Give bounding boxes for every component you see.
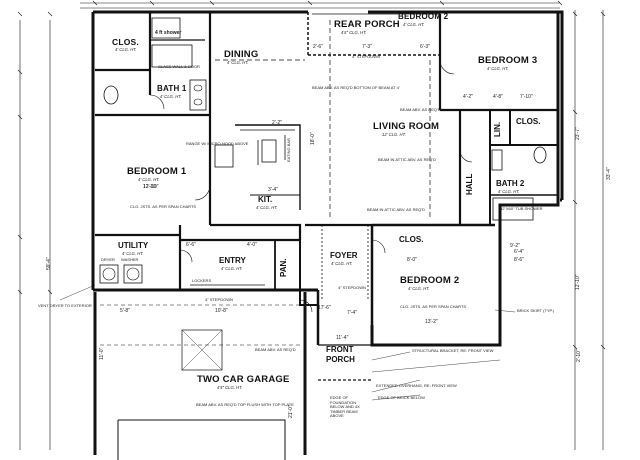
room-dining: DINING (224, 49, 259, 60)
dimension-label: 21'-0" (288, 405, 294, 418)
dimension-label: 6'-4" (514, 249, 524, 255)
room-closet-bedroom3: CLOS. (516, 117, 541, 126)
glass-wall-note: GLASS WALL & DOOR (158, 64, 200, 69)
dimension-label: 13'-2" (425, 319, 438, 325)
room-bedroom2: BEDROOM 2 (400, 275, 460, 286)
room-kitchen: KIT. (258, 195, 273, 204)
room-bedroom2-top: BEDROOM 2 (398, 12, 449, 21)
dimension-label: 33'-4" (606, 167, 612, 180)
room-bath2: BATH 2 (496, 179, 525, 188)
dimension-label: 2'-10" (576, 349, 582, 362)
dryer-label: DRYER (101, 257, 115, 262)
ceiling-height-foyer: 4' CLG. HT. (331, 261, 353, 266)
dimension-label: 7'-4" (347, 310, 357, 316)
dimension-label: 8'-0" (407, 257, 417, 263)
ceiling-height-kitchen: 4' CLG. HT. (256, 205, 278, 210)
ceiling-height-bedroom2: 4' CLG. HT. (408, 286, 430, 291)
room-garage: TWO CAR GARAGE (197, 374, 290, 385)
eating-bar-note: EATING BAR (286, 138, 291, 162)
beam-dining-note: BEAM ABV. AS REQ'D BOTTOM OF BEAM AT 4' (312, 85, 400, 90)
edge-brick-note: EDGE OF BRICK BELOW (378, 395, 425, 400)
dimension-label: 10'-8" (215, 308, 228, 314)
room-foyer: FOYER (330, 251, 358, 260)
dimension-label: 12'-10" (575, 274, 581, 290)
room-living: LIVING ROOM (373, 121, 440, 132)
dimension-label: 8'-6" (514, 257, 524, 263)
dimension-label: 4'-8" (493, 94, 503, 100)
dimension-label: 12'-10" (143, 184, 159, 190)
bedroom1-size: 12-10 (143, 184, 156, 190)
room-pantry: PAN. (279, 258, 288, 277)
ceiling-height-entry: 4' CLG. HT. (221, 266, 243, 271)
stepdown-rear-note: 4" STEPDOWN (352, 54, 380, 59)
dimension-label: 23'-7" (575, 127, 581, 140)
ceiling-joists-bedroom1-note: CLG. JSTS. AS PER SPAN CHARTS (130, 204, 197, 209)
dimension-label: 59'-4" (46, 257, 52, 270)
room-bedroom3: BEDROOM 3 (478, 55, 538, 66)
ceiling-height-bedroom1: 4' CLG. HT. (138, 177, 160, 182)
dimension-label: 6'-6" (186, 242, 196, 248)
room-linen: LIN. (493, 121, 502, 137)
ceiling-height-bedroom2-top: 4' CLG. HT. (403, 22, 425, 27)
ceiling-height-closet-master: 4' CLG. HT. (115, 47, 137, 52)
dimension-label: 5'-8" (120, 308, 130, 314)
room-bedroom1: BEDROOM 1 (127, 166, 187, 177)
ceiling-height-rear-porch: 4'4" CLG. HT. (341, 30, 367, 35)
ceiling-height-living: 12' CLG. HT. (382, 132, 406, 137)
room-front-porch-line1: FRONT (326, 345, 354, 354)
ceiling-height-bath1: 4' CLG. HT. (160, 94, 182, 99)
beam-garage-note: BEAM ABV. AS REQ'D (255, 347, 296, 352)
tub-note: 32"X60" TUB SHOWER (500, 206, 543, 211)
edge-foundation-note: EDGE OF FOUNDATION BELOW AND 4X TIMBER B… (330, 395, 360, 419)
beam-attic2-note: BEAM IN ATTIC ABV. AS REQ'D (367, 207, 425, 212)
range-note: RANGE W/ MICRO HOOD ABOVE (186, 141, 249, 146)
dimension-label: 11'-0" (99, 347, 105, 360)
beam-attic1-note: BEAM IN ATTIC ABV. AS REQ'D (378, 157, 436, 162)
lockers-label: LOCKERS (192, 278, 212, 283)
room-closet-master: CLOS. (112, 37, 139, 47)
room-hall: HALL (465, 173, 474, 195)
room-front-porch-line2: PORCH (326, 355, 355, 364)
ceiling-height-garage: 4'4" CLG. HT. (217, 385, 243, 390)
dimension-label: 18'-0" (310, 132, 316, 145)
dimension-label: 7'-3" (362, 44, 372, 50)
dimension-label: 7'-10" (520, 94, 533, 100)
ceiling-height-utility: 4' CLG. HT. (122, 251, 144, 256)
overhang-note: EXTENDED OVERHANG, RE: FRONT VIEW (376, 383, 457, 388)
room-closet-foyer: CLOS. (399, 235, 424, 244)
dimension-label: 3'-4" (268, 187, 278, 193)
beam-porch-note: BEAM ABV. AS REQ'D (400, 107, 441, 112)
dimension-label: 2'-6" (313, 44, 323, 50)
stepdown-foyer-note: 4" STEPDOWN (338, 285, 366, 290)
ceiling-joists-bedroom2-note: CLG. JSTS. AS PER SPAN CHARTS (400, 304, 467, 309)
washer-label: WASHER (121, 257, 139, 262)
room-bath1: BATH 1 (157, 84, 187, 93)
dimension-label: 17'-6" (318, 305, 331, 311)
room-entry: ENTRY (219, 256, 246, 265)
bracket-note: STRUCTURAL BRACKET, RE: FRONT VIEW (412, 348, 494, 353)
shower-label: 4 ft shower (155, 30, 182, 36)
dimension-label: 9'-2" (510, 243, 520, 249)
dimension-label: 4'-2" (463, 94, 473, 100)
ceiling-height-bedroom3: 4' CLG. HT. (487, 66, 509, 71)
brick-skirt-note: BRICK SKIRT (TYP.) (517, 308, 555, 313)
stepdown-entry-note: 4" STEPDOWN (205, 297, 233, 302)
vent-note: VENT DRYER TO EXTERIOR (38, 303, 92, 308)
ceiling-height-bath2: 4' CLG. HT. (498, 189, 520, 194)
ceiling-height-dining: 4' CLG. HT. (227, 60, 249, 65)
beam-garage-top-note: BEAM ABV. AS REQ'D TOP FLUSH WITH TOP PL… (196, 402, 294, 407)
dimension-label: 2'-2" (272, 120, 282, 126)
room-rear-porch: REAR PORCH (334, 19, 400, 30)
dimension-label: 4'-0" (247, 242, 257, 248)
dimension-label: 6'-3" (420, 44, 430, 50)
room-utility: UTILITY (118, 241, 149, 250)
dimension-label: 11'-4" (336, 335, 349, 341)
